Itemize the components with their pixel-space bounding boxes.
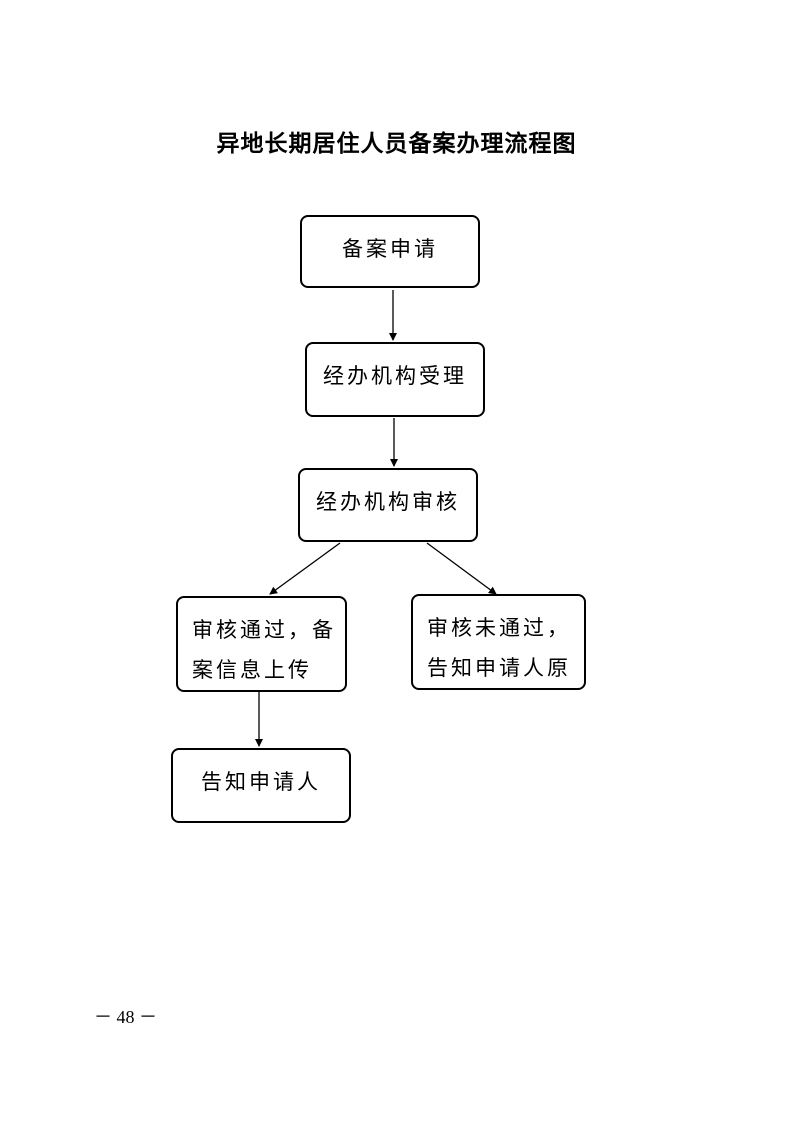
node-notify-label: 告知申请人	[201, 770, 321, 794]
node-pass: 审核通过，备 案信息上传	[176, 596, 347, 692]
node-notify: 告知申请人	[171, 748, 351, 823]
node-pass-line2: 案信息上传	[192, 658, 312, 682]
node-fail-line1: 审核未通过，	[427, 616, 571, 640]
node-accept-label: 经办机构受理	[323, 364, 467, 388]
node-review: 经办机构审核	[298, 468, 478, 542]
node-pass-line1: 审核通过，备	[192, 618, 336, 642]
node-fail: 审核未通过， 告知申请人原	[411, 594, 586, 690]
node-accept: 经办机构受理	[305, 342, 485, 417]
node-review-label: 经办机构审核	[316, 490, 460, 514]
page-number: － 48 －	[94, 1007, 157, 1027]
node-apply: 备案申请	[300, 215, 480, 288]
diagram-title: 异地长期居住人员备案办理流程图	[216, 131, 577, 157]
arrow-review-to-fail	[426, 542, 497, 595]
arrow-review-to-pass	[269, 542, 341, 595]
node-fail-line2: 告知申请人原	[427, 656, 571, 680]
node-apply-label: 备案申请	[342, 237, 438, 261]
